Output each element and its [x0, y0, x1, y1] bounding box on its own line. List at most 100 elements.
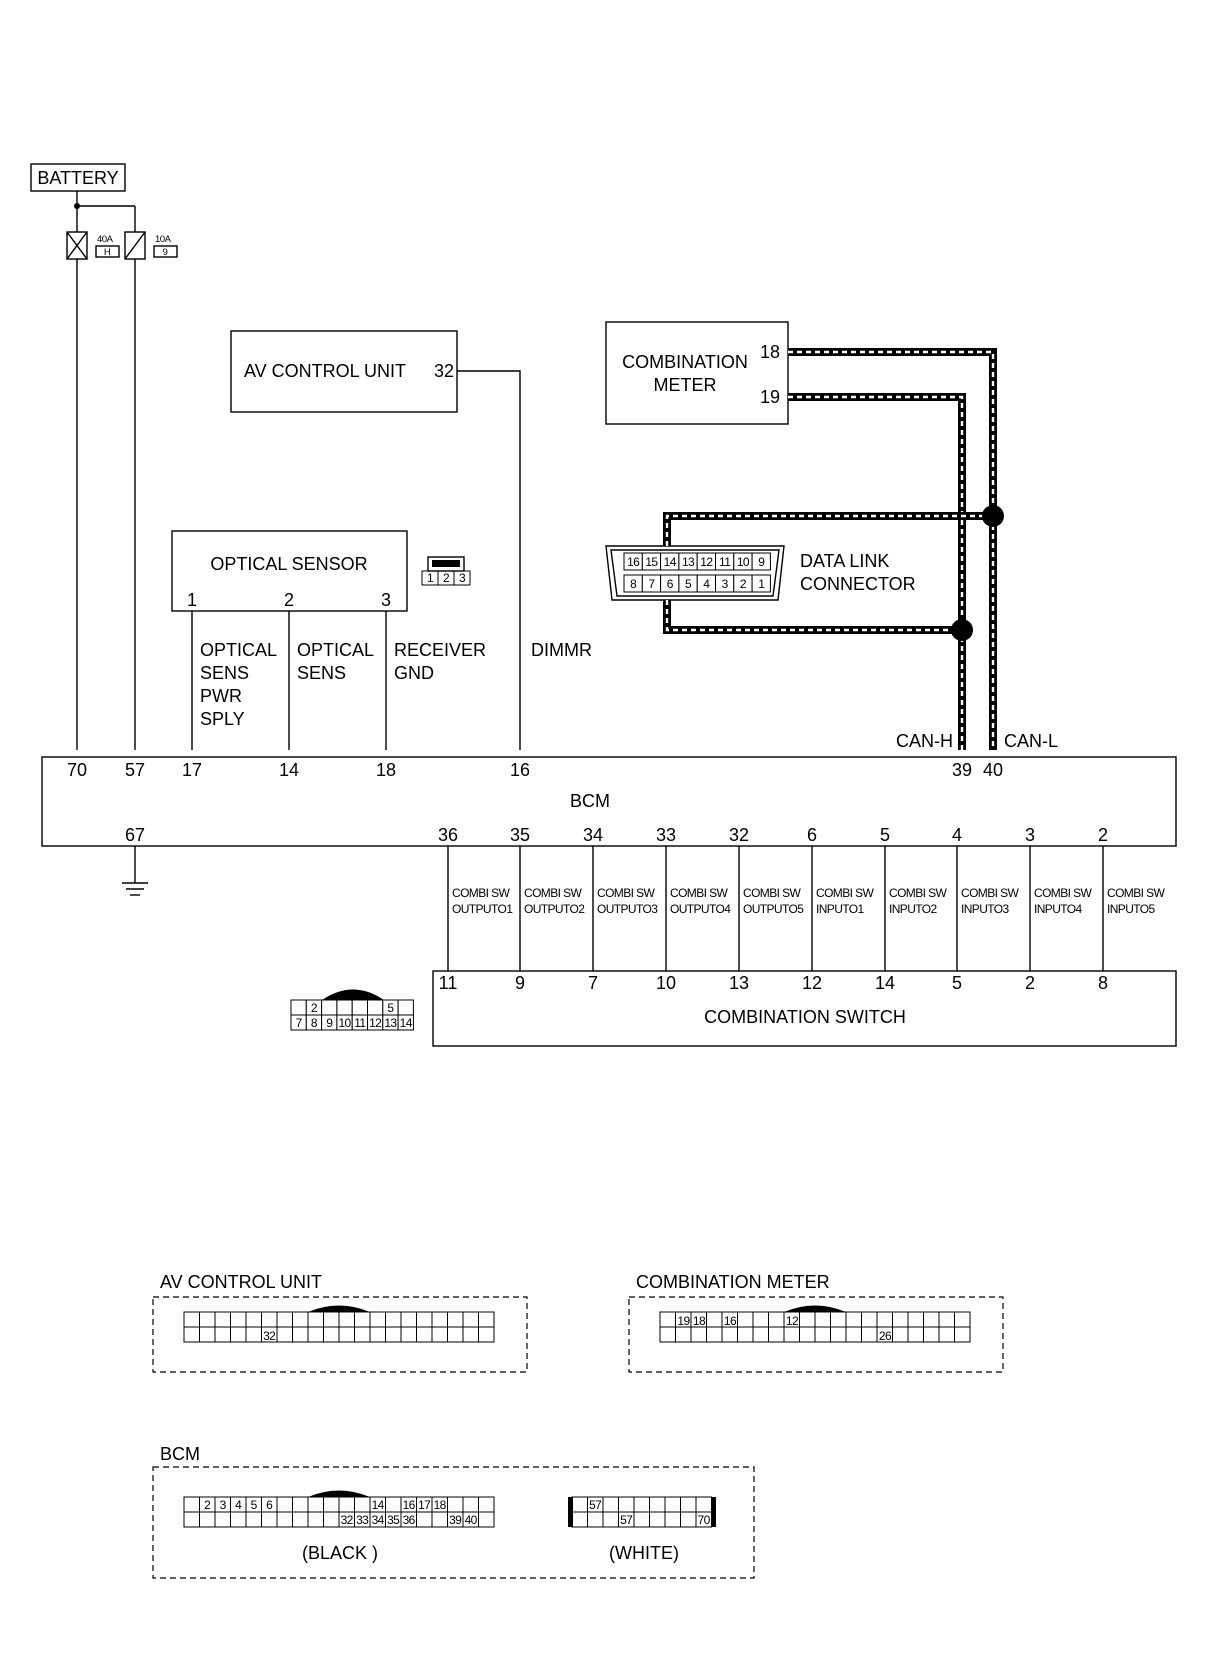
combination-meter-box: [605, 321, 789, 425]
connector-cell: [354, 1326, 371, 1343]
bcm-connector-view-title: BCM: [160, 1444, 200, 1464]
dlc-can-l-wire: [663, 512, 993, 546]
connector-cell: [400, 1326, 417, 1343]
connector-cell: [199, 1511, 216, 1528]
connector-cell: [230, 1311, 247, 1328]
meter-connector-view-title: COMBINATION METER: [636, 1272, 830, 1292]
combi-signal-label: INPUTO2: [889, 902, 938, 916]
fuse-h-id: H: [104, 247, 111, 258]
connector-cell: [587, 1511, 604, 1528]
connector-latch-icon: [784, 1305, 846, 1312]
bcm-black-pin-4: 4: [235, 1498, 242, 1512]
connector-cell: [416, 1326, 433, 1343]
fusible-link-40a-icon: [66, 231, 88, 260]
dlc-pin-12: 12: [700, 555, 713, 569]
connector-cell: [321, 999, 338, 1016]
connector-latch-icon: [308, 1490, 370, 1497]
combination-switch-box: [432, 970, 1177, 1047]
connector-cell: [307, 1326, 324, 1343]
combi-switch-pin-12: 12: [802, 973, 822, 993]
combi-switch-pin-2: 2: [1025, 973, 1035, 993]
bcm-pin-33: 33: [656, 825, 676, 845]
connector-cell: [385, 1311, 402, 1328]
connector-cell: [276, 1326, 293, 1343]
connector-cell: [861, 1311, 878, 1328]
connector-cell: [938, 1326, 955, 1343]
connector-cell: [706, 1311, 723, 1328]
dlc-pin-6: 6: [667, 577, 674, 591]
connector-latch-icon: [308, 1305, 370, 1312]
connector-cell: [245, 1326, 262, 1343]
connector-cell: [783, 1326, 800, 1343]
bcm-black-pin-35: 35: [387, 1513, 400, 1527]
bcm-black-pin-3: 3: [220, 1498, 227, 1512]
bcm-black-pin-14: 14: [372, 1498, 385, 1512]
connector-cell: [369, 1326, 386, 1343]
connector-cell: [245, 1311, 262, 1328]
optical-icon-pin-2: 2: [443, 571, 450, 585]
ground-icon: [122, 846, 148, 896]
av-control-unit-pin: 32: [434, 361, 454, 381]
meter-connector-pin-26: 26: [879, 1329, 892, 1343]
connector-cell: [690, 1326, 707, 1343]
connector-cell: [338, 1311, 355, 1328]
connector-cell: [307, 1496, 324, 1513]
can-l-splice-node: [982, 505, 1004, 527]
bcm-pin-67: 67: [125, 825, 145, 845]
connector-cell: [385, 1326, 402, 1343]
combi-switch-pin-7: 7: [588, 973, 598, 993]
connector-cell: [199, 1326, 216, 1343]
optical-sensor-pin-3: 3: [381, 590, 391, 610]
connector-cell: [664, 1511, 681, 1528]
fuse-h-amps: 40A: [97, 234, 114, 245]
bcm-label: BCM: [570, 791, 610, 811]
connector-cell: [290, 999, 307, 1016]
connector-cell: [431, 1511, 448, 1528]
connector-cell: [431, 1311, 448, 1328]
connector-cell: [571, 1496, 588, 1513]
dlc-pin-3: 3: [722, 577, 729, 591]
connector-cell: [214, 1511, 231, 1528]
bcm-pin-57: 57: [125, 760, 145, 780]
connector-cell: [323, 1496, 340, 1513]
connector-cell: [292, 1311, 309, 1328]
connector-cell: [261, 1311, 278, 1328]
dlc-pin-5: 5: [685, 577, 692, 591]
bcm-pin-5: 5: [880, 825, 890, 845]
connector-lock-tab: [568, 1497, 573, 1527]
battery-box: [30, 163, 126, 192]
connector-cell: [633, 1511, 650, 1528]
bcm-pin-4: 4: [952, 825, 962, 845]
combi-signal-label: OUTPUTO2: [524, 902, 585, 916]
optical-icon-pin-1: 1: [427, 571, 434, 585]
optical-sensor-connector-icon: [421, 556, 471, 586]
bcm-pin-17: 17: [182, 760, 202, 780]
connector-cell: [861, 1326, 878, 1343]
wire-label-optical-pwr-1: OPTICAL: [200, 640, 277, 660]
fuse-10a-icon: [124, 231, 146, 260]
connector-cell: [416, 1311, 433, 1328]
combi-icon-pin-9: 9: [326, 1016, 333, 1030]
meter-connector-pin-18: 18: [693, 1314, 706, 1328]
connector-cell: [571, 1511, 588, 1528]
combi-signal-label: COMBI SW: [889, 886, 947, 900]
can-l-wire: [788, 348, 997, 750]
bcm-pin-36: 36: [438, 825, 458, 845]
bcm-black-pin-39: 39: [449, 1513, 462, 1527]
combination-switch-label: COMBINATION SWITCH: [704, 1007, 906, 1027]
wire-label-optical-sens-1: OPTICAL: [297, 640, 374, 660]
av-connector-pin-32: 32: [263, 1329, 276, 1343]
bcm-pin-3: 3: [1025, 825, 1035, 845]
connector-cell: [659, 1326, 676, 1343]
av-connector-view-title: AV CONTROL UNIT: [160, 1272, 322, 1292]
connector-cell: [351, 999, 369, 1016]
connector-cell: [214, 1311, 231, 1328]
connector-cell: [447, 1326, 464, 1343]
connector-cell: [799, 1311, 816, 1328]
connector-cell: [261, 1511, 278, 1528]
optical-icon-pin-3: 3: [459, 571, 466, 585]
connector-cell: [618, 1496, 635, 1513]
connector-cell: [737, 1311, 754, 1328]
